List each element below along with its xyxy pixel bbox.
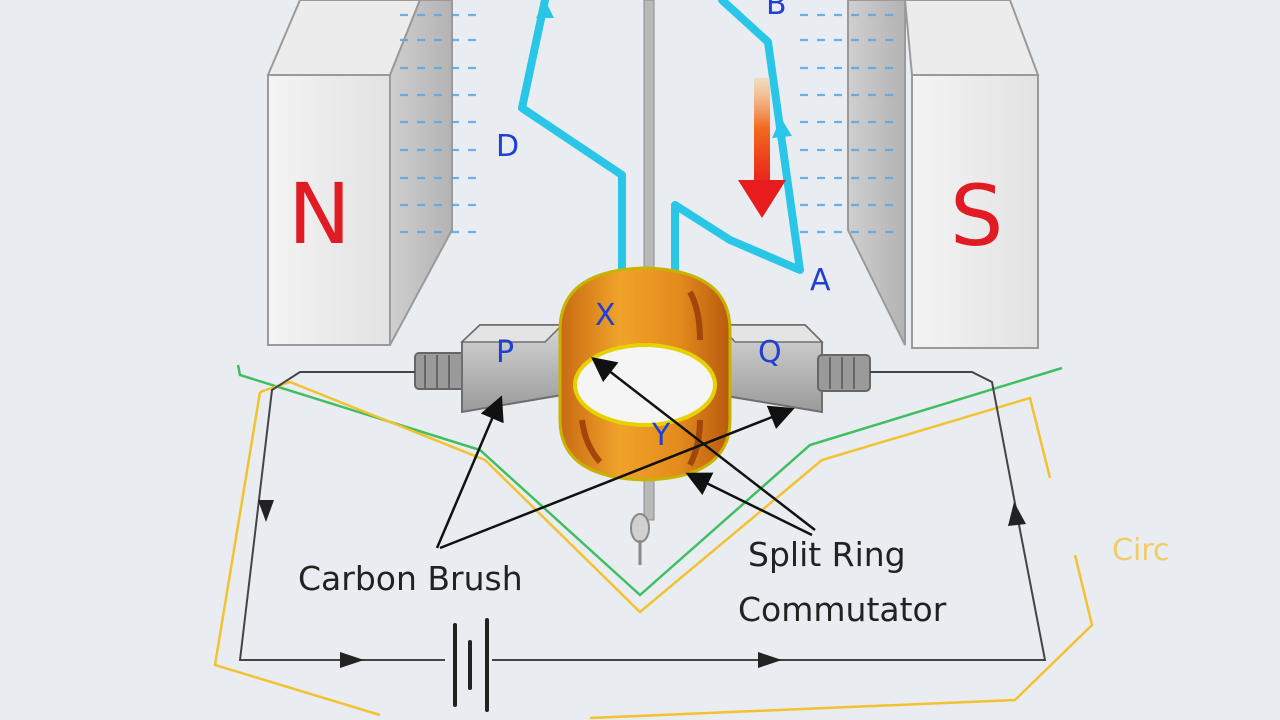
force-arrow xyxy=(738,78,786,218)
commutator-y-label: Y xyxy=(651,418,671,453)
green-outline xyxy=(236,364,1063,597)
coil-point-b-label: B xyxy=(766,0,787,22)
split-ring-commutator xyxy=(558,266,732,482)
partial-caption-right: Circ xyxy=(1112,533,1169,568)
yellow-outline xyxy=(213,380,1094,720)
south-magnet: S xyxy=(847,0,1040,349)
south-pole-label: S xyxy=(950,167,1003,265)
carbon-brush-caption: Carbon Brush xyxy=(298,559,523,598)
coil-point-a-label: A xyxy=(810,263,831,298)
caption-pointers xyxy=(435,356,816,550)
current-direction-arrows xyxy=(258,500,1026,668)
field-lines xyxy=(400,13,900,234)
carbon-brush-q xyxy=(718,324,871,414)
carbon-brush-p xyxy=(414,324,564,414)
axle xyxy=(630,0,655,565)
brush-p-label: P xyxy=(496,335,514,370)
split-ring-caption-line1: Split Ring xyxy=(748,535,906,574)
battery xyxy=(453,618,489,712)
split-ring-caption-line2: Commutator xyxy=(738,590,947,629)
brush-q-label: Q xyxy=(758,335,782,370)
circuit-wire xyxy=(238,371,1047,661)
north-pole-label: N xyxy=(288,165,351,263)
coil-point-d-label: D xyxy=(496,129,519,164)
commutator-x-label: X xyxy=(595,298,616,333)
coil-current-arrows xyxy=(536,0,792,138)
north-magnet: N xyxy=(266,0,453,346)
